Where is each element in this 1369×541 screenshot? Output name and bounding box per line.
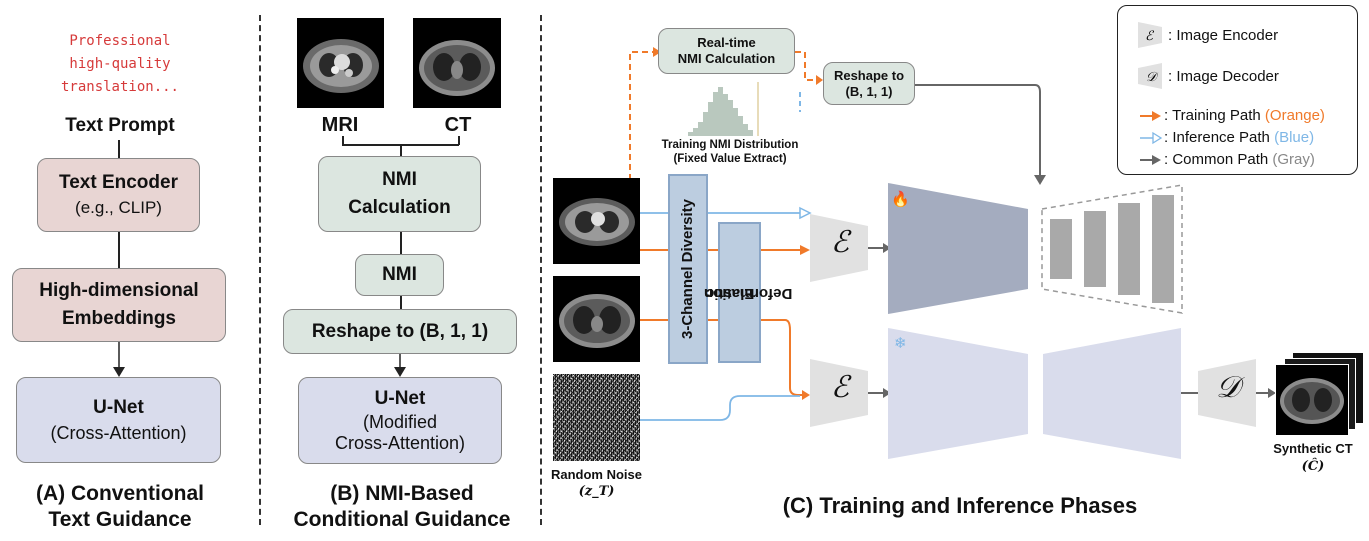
legend-encoder: ℰ : Image Encoder <box>1138 20 1278 50</box>
legend-decoder-label: : Image Decoder <box>1168 67 1279 85</box>
caption-a-line-2: Text Guidance <box>48 508 192 531</box>
unet-b-title: U-Net <box>374 387 426 409</box>
legend-common-color: (Gray) <box>1272 151 1315 168</box>
unet-box-b: U-Net (Modified Cross-Attention) <box>298 377 502 464</box>
decoder-symbol: 𝒟 <box>1216 370 1240 405</box>
legend-common-arrow-icon <box>1140 154 1161 165</box>
prompt-line-2: high-quality <box>69 56 171 72</box>
nmi-distribution-histogram <box>688 82 759 136</box>
legend-inference: : Inference Path (Blue) <box>1138 129 1314 146</box>
divider-a-b <box>259 15 261 525</box>
fire-icon: 🔥 <box>891 191 910 208</box>
output-line-1: Synthetic CT <box>1273 441 1353 456</box>
mri-thumbnail <box>297 18 384 108</box>
reshape-c-line-1: Reshape to <box>833 67 905 83</box>
legend-common-label: : Common Path <box>1164 151 1269 168</box>
unet-box-a: U-Net (Cross-Attention) <box>16 377 221 463</box>
legend-common: : Common Path (Gray) <box>1138 151 1315 168</box>
realtime-line-2: NMI Calculation <box>677 51 776 66</box>
reshape-label: Reshape to (B, 1, 1) <box>311 320 489 342</box>
three-channel-diversity-slab: 3-Channel Diversity <box>668 174 708 364</box>
dist-line-2: (Fixed Value Extract) <box>673 153 787 165</box>
input-ct-image <box>553 276 640 362</box>
unet-a-sub: (Cross-Attention) <box>50 422 187 443</box>
text-encoder-box: Text Encoder (e.g., CLIP) <box>37 158 200 232</box>
snowflake-icon: ❄ <box>894 335 907 352</box>
reshape-c-line-2: (B, 1, 1) <box>845 83 893 99</box>
legend-training-arrow-icon <box>1140 110 1161 121</box>
prompt-line-3: translation... <box>60 79 179 95</box>
realtime-line-1: Real-time <box>697 35 756 50</box>
embeddings-line-2: Embeddings <box>61 308 176 329</box>
noise-line-2: (z_T) <box>578 484 615 499</box>
text-encoder-sub: (e.g., CLIP) <box>75 198 162 217</box>
legend-training-label: : Training Path <box>1164 107 1261 124</box>
legend-training: : Training Path (Orange) <box>1138 107 1325 124</box>
nmi-calc-line-2: Calculation <box>348 197 451 218</box>
prompt-line-1: Professional <box>69 33 171 49</box>
unet-a-title: U-Net <box>93 396 144 418</box>
legend-training-color: (Orange) <box>1264 107 1325 124</box>
frozen-unet-encoder <box>888 328 1028 459</box>
realtime-nmi-box: Real-time NMI Calculation <box>658 28 795 74</box>
nmi-calc-line-1: NMI <box>382 169 417 190</box>
diversity-label: 3-Channel Diversity <box>679 198 697 340</box>
encoder-bottom-symbol: ℰ <box>830 370 850 405</box>
legend-decoder-icon: 𝒟 <box>1138 63 1162 89</box>
legend-encoder-icon: ℰ <box>1138 22 1162 48</box>
reshape-box-c: Reshape to (B, 1, 1) <box>823 62 915 105</box>
caption-b-line-2: Conditional Guidance <box>293 508 511 531</box>
output-line-2: (Ĉ) <box>1301 459 1325 474</box>
embeddings-box: High-dimensional Embeddings <box>12 268 226 342</box>
legend-encoder-label: : Image Encoder <box>1168 26 1279 44</box>
trainable-unet-decoder-dashed <box>1041 184 1183 314</box>
encoder-top <box>810 214 868 282</box>
nmi-box: NMI <box>355 254 444 296</box>
nmi-label: NMI <box>382 264 417 285</box>
random-noise-image <box>553 374 640 461</box>
legend-inference-color: (Blue) <box>1274 129 1315 146</box>
reshape-box: Reshape to (B, 1, 1) <box>283 309 517 354</box>
text-prompt-example: Professional high-quality translation... <box>40 30 200 99</box>
random-noise-caption: Random Noise (z_T) <box>535 466 658 500</box>
unet-b-sub-1: (Modified <box>362 411 438 432</box>
caption-a: (A) Conventional Text Guidance <box>5 481 235 533</box>
encoder-top-symbol: ℰ <box>830 225 850 260</box>
elastic-line-2: Deformation <box>704 284 793 302</box>
nmi-distribution-caption: Training NMI Distribution (Fixed Value E… <box>645 138 815 166</box>
embeddings-line-1: High-dimensional <box>39 280 199 301</box>
arrow-reshape-to-unet <box>394 354 406 377</box>
divider-b-c <box>540 15 542 525</box>
text-prompt-label: Text Prompt <box>65 115 175 136</box>
text-encoder-title: Text Encoder <box>59 172 178 193</box>
trainable-unet-encoder <box>888 183 1028 314</box>
nmi-calculation-box: NMI Calculation <box>318 156 481 232</box>
svg-text:𝒟: 𝒟 <box>1146 70 1159 85</box>
decoder <box>1198 359 1256 427</box>
input-mri-image <box>553 178 640 264</box>
dist-line-1: Training NMI Distribution <box>661 139 799 151</box>
caption-b-line-1: (B) NMI-Based <box>330 482 474 505</box>
ct-thumbnail <box>413 18 501 108</box>
caption-b: (B) NMI-Based Conditional Guidance <box>262 481 542 533</box>
svg-text:ℰ: ℰ <box>1145 29 1154 44</box>
legend-inference-label: : Inference Path <box>1164 129 1270 146</box>
legend: ℰ : Image Encoder 𝒟 : Image Decoder : Tr… <box>1117 5 1358 175</box>
caption-a-line-1: (A) Conventional <box>36 482 204 505</box>
noise-line-1: Random Noise <box>550 467 642 482</box>
caption-c: (C) Training and Inference Phases <box>782 493 1138 518</box>
unet-b-sub-2: Cross-Attention) <box>334 432 466 453</box>
frozen-unet-decoder <box>1043 328 1181 459</box>
legend-decoder: 𝒟 : Image Decoder <box>1138 61 1279 91</box>
synthetic-ct-front <box>1275 364 1349 436</box>
encoder-bottom <box>810 359 868 427</box>
legend-inference-arrow-icon <box>1140 131 1163 144</box>
mri-label: MRI <box>321 114 359 136</box>
arrow-embed-to-unet <box>113 342 125 377</box>
ct-label: CT <box>444 114 472 136</box>
synthetic-ct-caption: Synthetic CT (Ĉ) <box>1258 440 1368 476</box>
